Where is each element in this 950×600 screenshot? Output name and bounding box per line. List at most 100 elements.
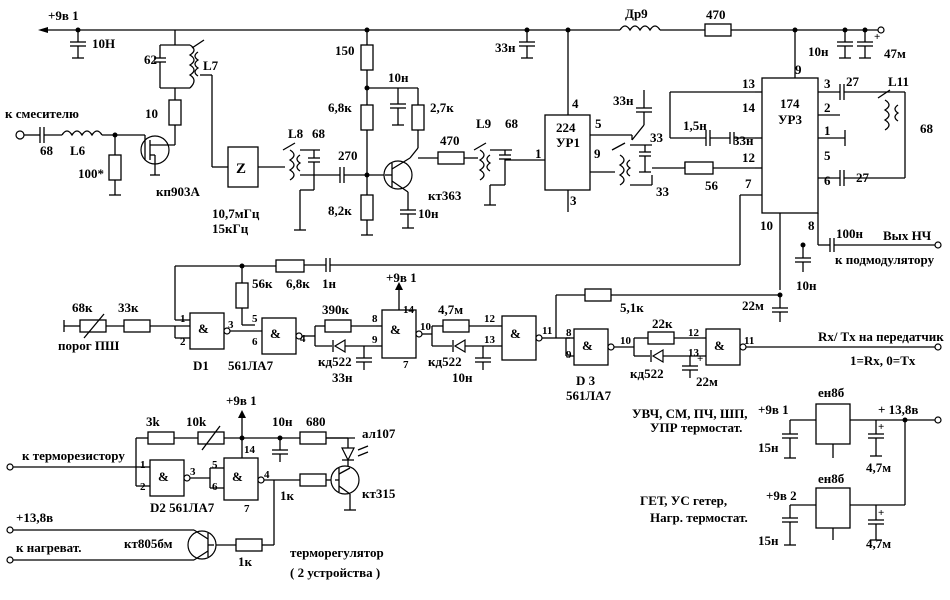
label-p12: 12: [742, 150, 755, 165]
label-p8: 8: [808, 218, 815, 233]
label-d1-type: 561ЛА7: [228, 358, 274, 373]
label-d2: D2 561ЛА7: [150, 500, 215, 515]
gate-d3b-sym: &: [714, 338, 725, 353]
label-ic3-num: 174: [780, 96, 800, 111]
label-p6: 6: [824, 173, 831, 188]
gate-d3a-sym: &: [582, 338, 593, 353]
label-r33k: 33к: [118, 300, 139, 315]
label-r1k-a: 1к: [280, 488, 295, 503]
label-out-af: Вых НЧ: [883, 228, 932, 243]
label-r56: 56: [705, 178, 719, 193]
label-reg-a: ен8б: [818, 385, 845, 400]
label-c33n-a: 33н: [495, 40, 516, 55]
label-to-thermistor: к терморезистору: [22, 448, 125, 463]
d1b-p6: 6: [252, 336, 258, 348]
ic-224-ur1: 224 УР1 4 5 1 9 3: [535, 27, 633, 212]
audio-output: 100н Вых НЧ к подмодулятору 10н: [795, 226, 942, 293]
plus-22m: +: [697, 353, 703, 365]
gate-d2a-sym: &: [158, 469, 169, 484]
label-c68-l9: 68: [505, 116, 519, 131]
label-ic1-p3: 3: [570, 193, 577, 208]
label-r470a: 470: [440, 133, 460, 148]
thermostat-controller: к терморезистору 3k 10k +9в 1 10н 680 ал…: [6, 393, 396, 580]
label-reg-b: ен8б: [818, 471, 845, 486]
label-r470b: 470: [706, 7, 726, 22]
plus-47m-a: +: [878, 421, 884, 433]
d3a-p10: 10: [620, 335, 632, 347]
if-tank-2: 33н 33 33: [611, 90, 685, 199]
gate-d1b-sym: &: [270, 326, 281, 341]
label-c33n-d: 33н: [332, 370, 353, 385]
label-c68-l8: 68: [312, 126, 326, 141]
d2b-p6: 6: [212, 481, 218, 493]
gate-d1d-sym: &: [510, 326, 521, 341]
label-ic1-num: 224: [556, 120, 576, 135]
label-rail-top: +9в 1: [48, 8, 79, 23]
label-ic1-p9: 9: [594, 146, 601, 161]
label-p5: 5: [824, 148, 831, 163]
label-c1n: 1н: [322, 276, 337, 291]
label-c10n-d: 10н: [452, 370, 473, 385]
label-r68k-b: 6,8к: [286, 276, 310, 291]
label-v138-a: +13,8в: [16, 510, 53, 525]
coupling-network: 1,5н 33н 56: [669, 91, 755, 193]
label-r51k: 5,1к: [620, 300, 644, 315]
d1c-p8: 8: [372, 313, 378, 325]
gate-d1a-sym: &: [198, 321, 209, 336]
d2b-p14: 14: [244, 444, 256, 456]
label-ic3-name: УР3: [778, 112, 802, 127]
label-v9-2: +9в 2: [766, 488, 797, 503]
label-l11: L11: [888, 74, 909, 89]
label-p1: 1: [824, 123, 831, 138]
label-ic1-p5: 5: [595, 116, 602, 131]
label-c10n-c: 10н: [796, 278, 817, 293]
label-ic1-p1: 1: [535, 146, 542, 161]
label-l7: L7: [203, 58, 219, 73]
label-c10n-top: 10Н: [92, 36, 115, 51]
label-filter-bw: 15кГц: [212, 221, 249, 236]
label-c27a: 27: [846, 74, 860, 89]
label-c15n: 1,5н: [683, 118, 707, 133]
kt363-stage: 150 6,8к 8,2к 10н 2,7к 10н кт363 470: [328, 27, 478, 236]
label-c270: 270: [338, 148, 358, 163]
label-to-submod: к подмодулятору: [835, 252, 935, 267]
label-c22m-a: 22м: [742, 298, 764, 313]
d1d-p11: 11: [542, 325, 552, 337]
label-led: ал107: [362, 426, 396, 441]
label-threshold: порог ПШ: [58, 338, 120, 353]
d1c-p9: 9: [372, 334, 378, 346]
d1a-p1: 1: [180, 313, 186, 325]
label-c47m-b: 4,7м: [866, 536, 891, 551]
label-fet: кп903А: [156, 184, 200, 199]
d1c-p7: 7: [403, 359, 409, 371]
label-c10n-e: 10н: [418, 206, 439, 221]
label-d522a: кд522: [318, 354, 352, 369]
label-ic1-name: УР1: [556, 135, 580, 150]
input-stage: к смесителю 68 L6 100* кп903А 10 62 L7: [5, 30, 228, 199]
label-r56k: 56к: [252, 276, 273, 291]
label-dr9: Др9: [625, 6, 648, 21]
label-plus-47m: +: [874, 31, 880, 43]
label-v138-b: + 13,8в: [878, 402, 918, 417]
label-rail-9v-mid: +9в 1: [386, 270, 417, 285]
label-r22k: 22к: [652, 316, 673, 331]
d3b-p11: 11: [744, 335, 754, 347]
label-r3k: 3k: [146, 414, 161, 429]
label-r68k-th: 68к: [72, 300, 93, 315]
label-z: Z: [236, 161, 246, 177]
d1b-p4: 4: [300, 333, 306, 345]
label-c68-in: 68: [40, 143, 54, 158]
label-r100: 100*: [78, 166, 104, 181]
cap-33n-top: 33н: [495, 27, 535, 59]
label-filter-freq: 10,7мГц: [212, 206, 260, 221]
label-r27k: 2,7к: [430, 100, 454, 115]
top-power-rail: +9в 1 Др9 470: [38, 6, 885, 37]
gate-d1c-sym: &: [390, 322, 401, 337]
label-c100n: 100н: [836, 226, 864, 241]
label-v9-1: +9в 1: [758, 402, 789, 417]
label-to-heater: к нагреват.: [16, 540, 81, 555]
d1b-p5: 5: [252, 313, 258, 325]
d2a-p1: 1: [140, 459, 146, 471]
label-p10: 10: [760, 218, 773, 233]
